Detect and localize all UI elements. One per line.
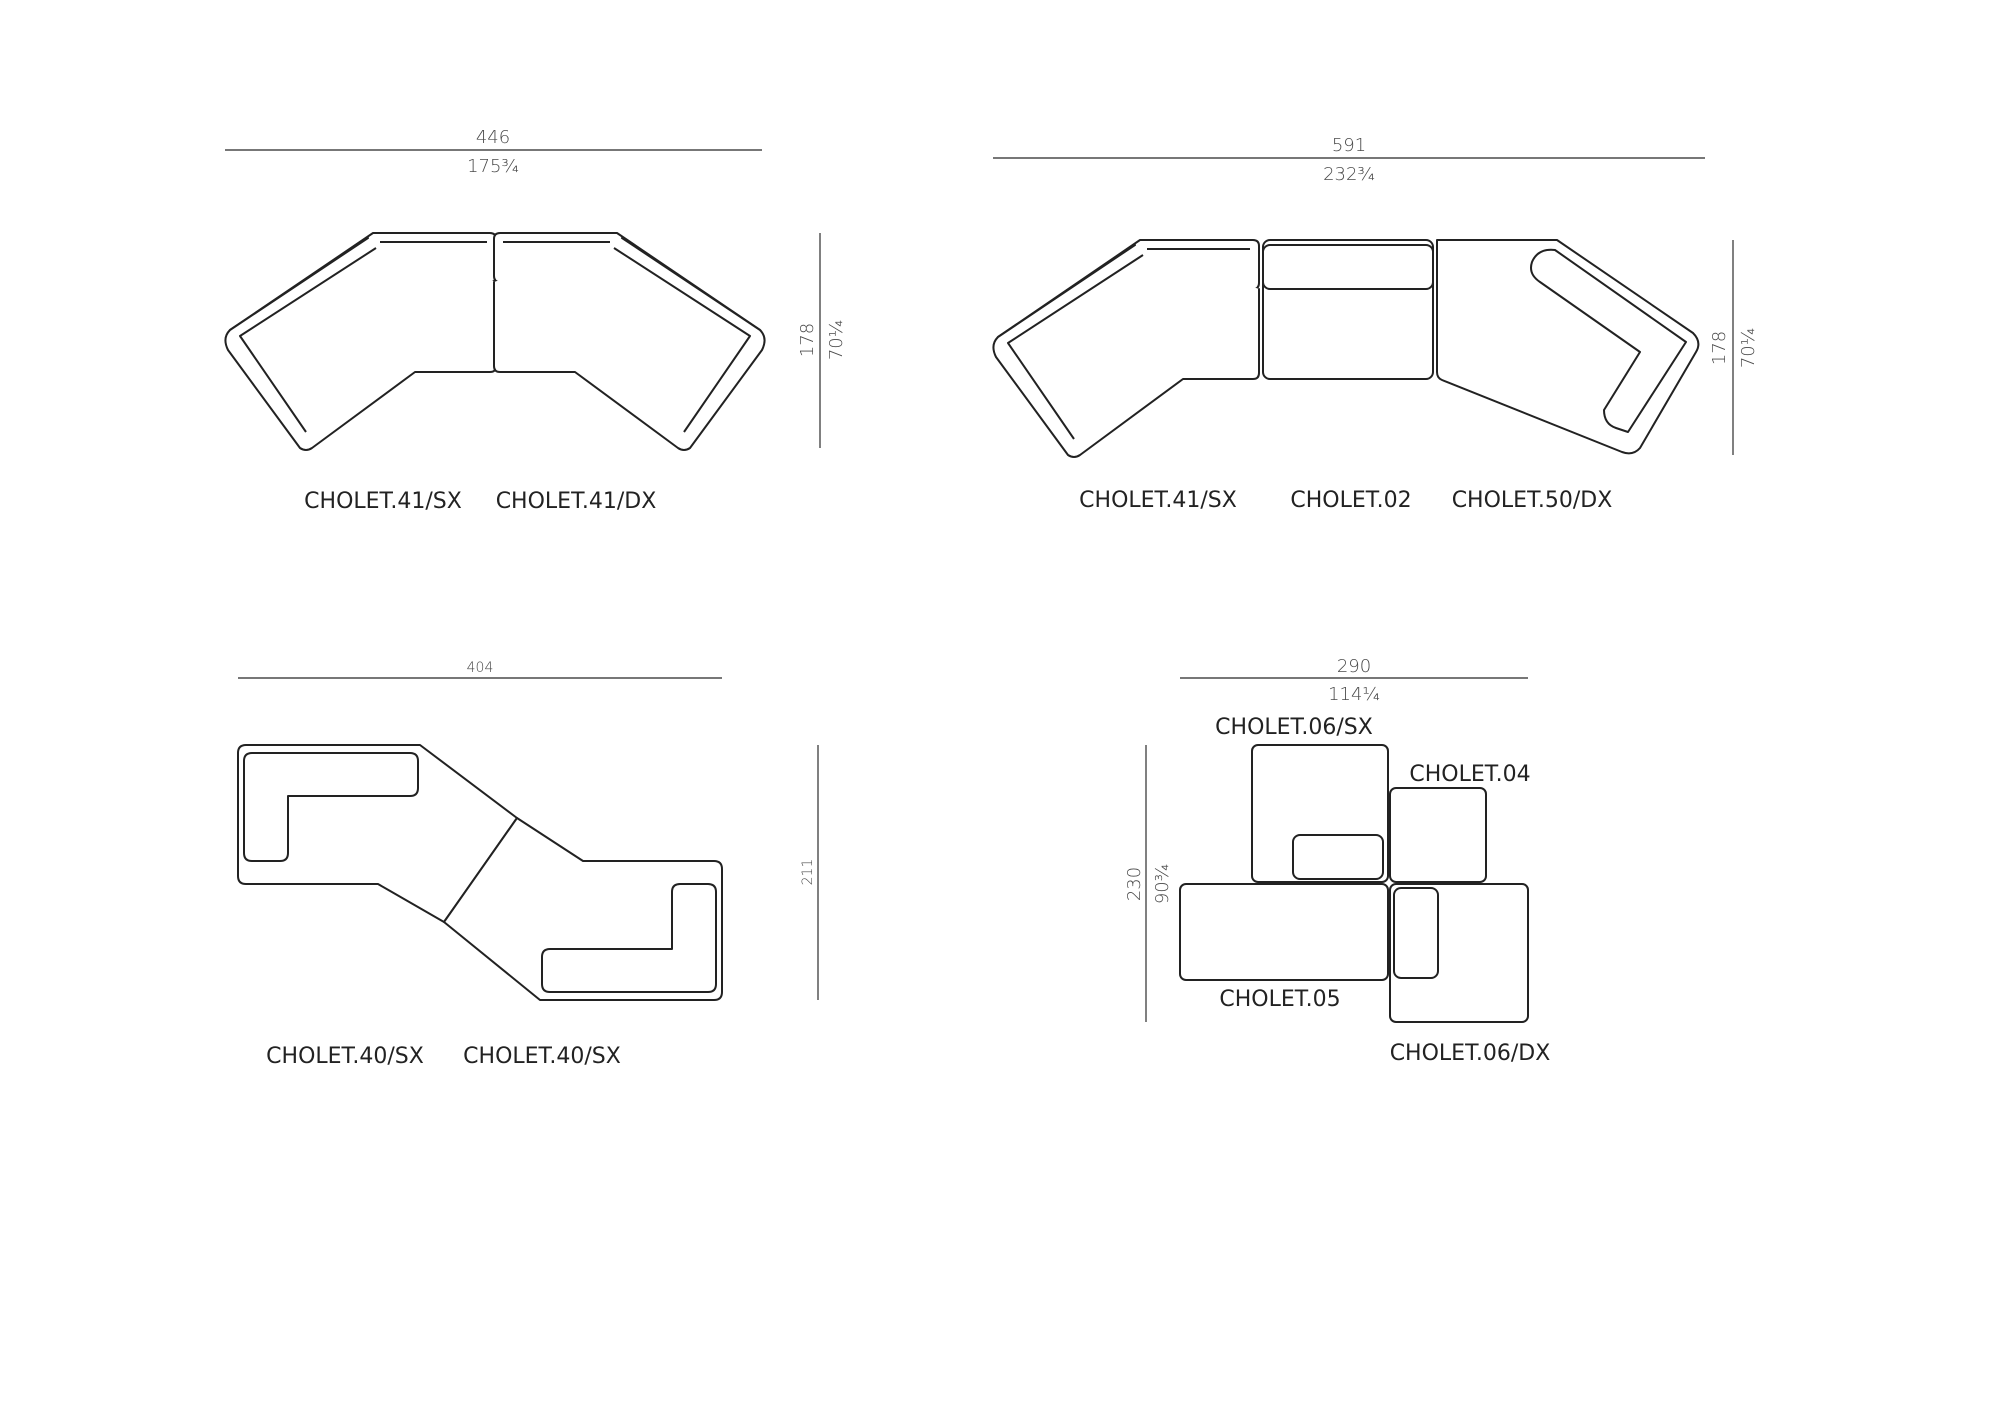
layout-2-depth-in: 70¼ [1738,328,1759,368]
layout-2: 591 232¾ 178 70¼ CHOLET.41/SX CHOLET.02 … [992,135,1759,513]
layout-2-depth-cm: 178 [1709,331,1730,365]
layout-1-module-label: CHOLET.41/SX [304,489,462,514]
module-cholet-40-sx-left [237,744,518,923]
layout-3-width-cm: 404 [467,660,494,676]
layout-3-module-label: CHOLET.40/SX [266,1044,424,1069]
module-cholet-41-dx [493,232,766,451]
layout-1-depth-in: 70¼ [826,320,847,360]
layout-4-width-in: 114¼ [1328,684,1380,705]
module-cholet-50-dx [1436,239,1700,455]
layout-4-module-label: CHOLET.04 [1409,762,1530,787]
layout-4-width-cm: 290 [1337,656,1371,677]
layout-1: 446 175¾ 178 70¼ CHOLET.41/SX CHOLET.41/… [224,127,847,514]
module-cholet-06-sx [1251,744,1389,883]
module-cholet-40-sx-right [443,817,723,1001]
module-cholet-05 [1179,883,1389,981]
layout-1-width-cm: 446 [476,127,510,148]
layout-4-module-label: CHOLET.06/DX [1390,1041,1551,1066]
layout-1-width-in: 175¾ [467,156,519,177]
layout-2-module-label: CHOLET.02 [1290,488,1411,513]
module-cholet-41-sx [224,232,497,451]
layout-4-depth-in: 90¾ [1152,864,1173,904]
module-cholet-02 [1262,239,1434,380]
layout-4-module-label: CHOLET.05 [1219,987,1340,1012]
layout-4-depth-cm: 230 [1124,867,1145,901]
layout-2-width-cm: 591 [1332,135,1366,156]
layout-4: 290 114¼ 230 90¾ CHOLET.06/SX CHOLET.04 … [1124,656,1550,1066]
layout-3-depth-cm: 211 [800,859,816,886]
module-cholet-41-sx [992,239,1260,458]
layout-1-depth-cm: 178 [797,323,818,357]
layout-1-module-label: CHOLET.41/DX [496,489,657,514]
layout-3: 404 211 CHOLET.40/SX CHOLET.40/SX [237,660,819,1069]
layout-2-module-label: CHOLET.50/DX [1452,488,1613,513]
module-cholet-04 [1389,787,1487,883]
layout-3-module-label: CHOLET.40/SX [463,1044,621,1069]
layout-4-module-label: CHOLET.06/SX [1215,715,1373,740]
layout-2-module-label: CHOLET.41/SX [1079,488,1237,513]
layout-2-width-in: 232¾ [1323,164,1375,185]
module-cholet-06-dx [1389,883,1529,1023]
